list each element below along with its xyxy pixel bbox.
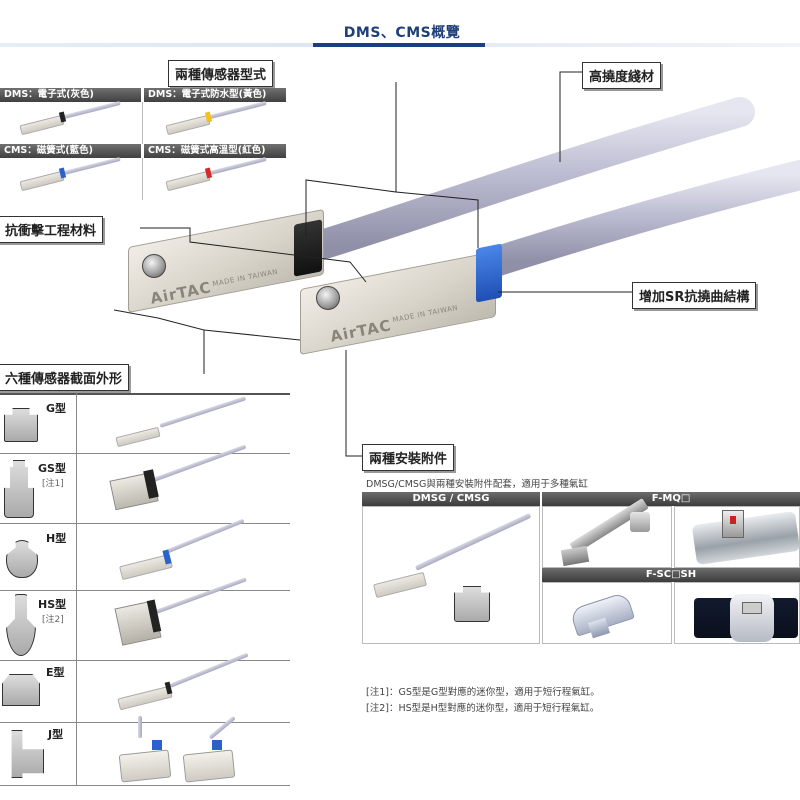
page-title: DMS、CMS概覽 [343, 25, 461, 41]
shape-label-g: G型 [46, 402, 67, 415]
shape-label-hs: HS型 [38, 598, 67, 611]
callout-impact: 抗衝擊工程材料 [0, 216, 104, 243]
fmq-bracket-mounted [722, 510, 744, 538]
grid-header: CMS：磁簧式(藍色) [0, 144, 141, 158]
shape-label-e: E型 [46, 666, 65, 679]
grid-header: CMS：磁簧式高溫型(紅色) [144, 144, 286, 158]
color-band [152, 740, 162, 750]
cable-left [303, 97, 755, 261]
acc-header-dmsg: DMSG / CMSG [362, 492, 540, 506]
acc-header-fmq: F-MQ□ [542, 492, 800, 506]
shape-label-h: H型 [46, 532, 67, 545]
acc-header-fsc: F-SC□SH [542, 568, 800, 582]
grid-header: DMS：電子式(灰色) [0, 88, 141, 102]
cable-right [480, 160, 800, 277]
screw-icon [142, 254, 166, 278]
shape-note-hs: [注2] [42, 615, 64, 625]
callout-two-accessories: 兩種安裝附件 [362, 444, 455, 471]
callout-six-shapes: 六種傳感器截面外形 [0, 364, 130, 391]
fmq-red-mark [730, 516, 736, 524]
callout-sr: 增加SR抗撓曲結構 [632, 282, 757, 309]
screw-icon [316, 286, 340, 310]
j-sensor-2 [182, 749, 236, 783]
shape-label-j: J型 [48, 728, 64, 741]
shape-note-gs: [注1] [42, 479, 64, 489]
fsc-bracket-mounted [742, 602, 762, 614]
note-2: [注2]：HS型是H型對應的迷你型，適用于短行程氣缸。 [366, 703, 600, 714]
accessory-subtitle: DMSG/CMSG與兩種安裝附件配套，適用于多種氣缸 [366, 479, 588, 490]
callout-two-types: 兩種傳感器型式 [168, 60, 274, 87]
fmq-clamp [630, 512, 650, 532]
note-1: [注1]：GS型是G型對應的迷你型，適用于短行程氣缸。 [366, 687, 600, 698]
profile-e-icon [2, 674, 40, 706]
color-band [212, 740, 222, 750]
j-sensor-1 [118, 749, 172, 783]
grid-header: DMS：電子式防水型(黃色) [144, 88, 286, 102]
callout-flex-cable: 高撓度綫材 [582, 62, 662, 89]
title-rule-accent [313, 43, 485, 47]
shape-label-gs: GS型 [38, 462, 66, 475]
